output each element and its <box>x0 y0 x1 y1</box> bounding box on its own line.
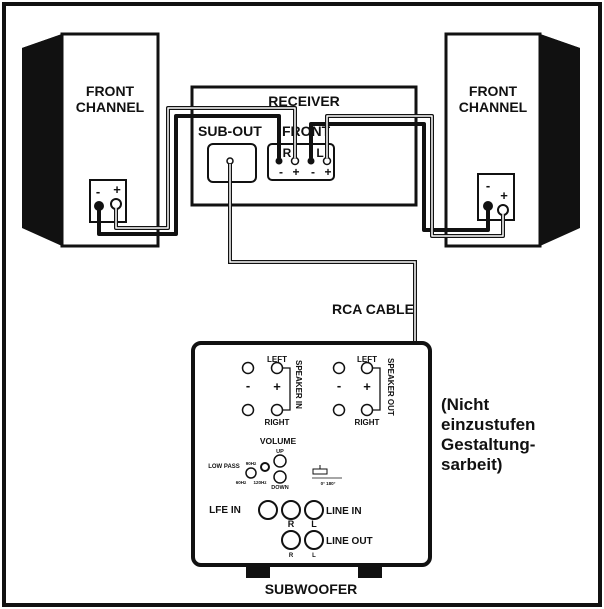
receiver-front-terminal-panel <box>267 143 335 181</box>
right-speaker-terminal-plate <box>477 173 515 221</box>
right-speaker-label-2: CHANNEL <box>459 99 528 115</box>
right-speaker-plus-terminal <box>497 204 509 216</box>
speaker-out-right-minus-terminal <box>332 403 346 417</box>
speaker-in-bracket <box>283 367 291 411</box>
left-speaker: FRONT CHANNEL - + <box>22 32 160 248</box>
speaker-out-right-plus-terminal <box>360 403 374 417</box>
receiver-l-plus: + <box>324 165 331 179</box>
speaker-in-right-minus-terminal <box>241 403 255 417</box>
receiver-sub-out-label: SUB-OUT <box>198 123 262 139</box>
receiver: RECEIVER SUB-OUT FRONT R L - + - + <box>190 85 418 207</box>
subwoofer: LEFT RIGHT - + SPEAKER IN LEFT RIGHT - +… <box>191 341 432 597</box>
speaker-out-left-label: LEFT <box>357 355 377 364</box>
speaker-out-plus: + <box>363 379 371 394</box>
left-speaker-label-1: FRONT <box>86 83 135 99</box>
line-out-r-jack[interactable] <box>281 530 301 550</box>
right-speaker-minus: - <box>486 178 490 193</box>
speaker-in-plus: + <box>273 379 281 394</box>
right-speaker-minus-terminal <box>483 201 493 211</box>
lfe-in-jack[interactable] <box>258 500 278 520</box>
speaker-in-left-plus-terminal <box>270 361 284 375</box>
receiver-l-minus: - <box>311 165 315 179</box>
receiver-r-minus-terminal <box>275 157 283 165</box>
subwoofer-label: SUBWOOFER <box>265 581 358 597</box>
rca-cable-label: RCA CABLE <box>332 301 414 317</box>
left-speaker-plus-terminal <box>110 198 122 210</box>
low-pass-label: LOW PASS <box>208 464 240 470</box>
line-out-l-jack[interactable] <box>304 530 324 550</box>
receiver-r-label: R <box>283 146 292 160</box>
line-out-l-label: L <box>312 553 316 559</box>
line-in-r-jack[interactable] <box>281 500 301 520</box>
speaker-out-right-label: RIGHT <box>355 418 380 427</box>
receiver-sub-out-jack <box>226 157 234 165</box>
volume-label: VOLUME <box>260 436 297 446</box>
wire-right-plus-inner <box>326 115 504 237</box>
editorial-note: (Nicht einzustufen Gestaltung- sarbeit) <box>441 395 591 475</box>
note-line-1: (Nicht <box>441 395 490 414</box>
wire-left-plus-inner <box>115 107 296 229</box>
receiver-l-label: L <box>316 146 323 160</box>
low-pass-indicator <box>260 462 270 472</box>
left-speaker-plus: + <box>113 182 121 197</box>
volume-up-button[interactable] <box>273 454 287 468</box>
speaker-out-label: SPEAKER OUT <box>386 358 395 416</box>
note-line-2: einzustufen <box>441 415 536 434</box>
receiver-r-plus: + <box>292 165 299 179</box>
subwoofer-panel <box>191 341 432 567</box>
speaker-out-bracket <box>373 367 381 411</box>
wire-left-minus <box>97 114 281 236</box>
phase-scale-label: 0° 180° <box>321 481 336 486</box>
volume-down-button[interactable] <box>273 470 287 484</box>
receiver-r-minus: - <box>279 165 283 179</box>
speaker-out-left-plus-terminal <box>360 361 374 375</box>
speaker-in-label: SPEAKER IN <box>294 360 303 409</box>
line-in-r-label: R <box>288 519 295 529</box>
right-speaker: FRONT CHANNEL - + <box>444 32 580 248</box>
note-line-3: Gestaltung- <box>441 435 536 454</box>
volume-up-label: UP <box>276 449 284 455</box>
line-in-l-jack[interactable] <box>304 500 324 520</box>
low-pass-high-label: 120Hz <box>253 480 267 485</box>
speaker-out-minus: - <box>337 378 341 393</box>
low-pass-knob[interactable] <box>245 467 257 479</box>
speaker-in-left-minus-terminal <box>241 361 255 375</box>
speaker-in-right-plus-terminal <box>270 403 284 417</box>
receiver-l-minus-terminal <box>307 157 315 165</box>
receiver-l-plus-terminal <box>322 156 332 166</box>
wire-right-minus <box>309 122 490 232</box>
right-speaker-plus: + <box>500 188 508 203</box>
low-pass-mid-label: 90Hz <box>246 461 257 466</box>
low-pass-low-label: 60Hz <box>236 480 247 485</box>
phase-switch[interactable] <box>312 468 328 475</box>
speaker-out-left-minus-terminal <box>332 361 346 375</box>
speaker-in-minus: - <box>246 378 250 393</box>
speaker-in-right-label: RIGHT <box>265 418 290 427</box>
line-in-l-label: L <box>311 519 317 529</box>
line-out-r-label: R <box>289 553 294 559</box>
lfe-in-label: LFE IN <box>209 505 241 516</box>
receiver-title: RECEIVER <box>268 93 340 109</box>
right-speaker-label-1: FRONT <box>469 83 518 99</box>
receiver-r-plus-terminal <box>290 156 300 166</box>
note-line-4: sarbeit) <box>441 455 503 474</box>
left-speaker-minus: - <box>96 184 100 199</box>
line-in-label: LINE IN <box>326 506 362 517</box>
speaker-wires <box>97 106 505 238</box>
line-out-label: LINE OUT <box>326 536 373 547</box>
left-speaker-minus-terminal <box>94 201 104 211</box>
speaker-in-left-label: LEFT <box>267 355 287 364</box>
volume-down-label: DOWN <box>271 485 288 491</box>
left-speaker-label-2: CHANNEL <box>76 99 145 115</box>
